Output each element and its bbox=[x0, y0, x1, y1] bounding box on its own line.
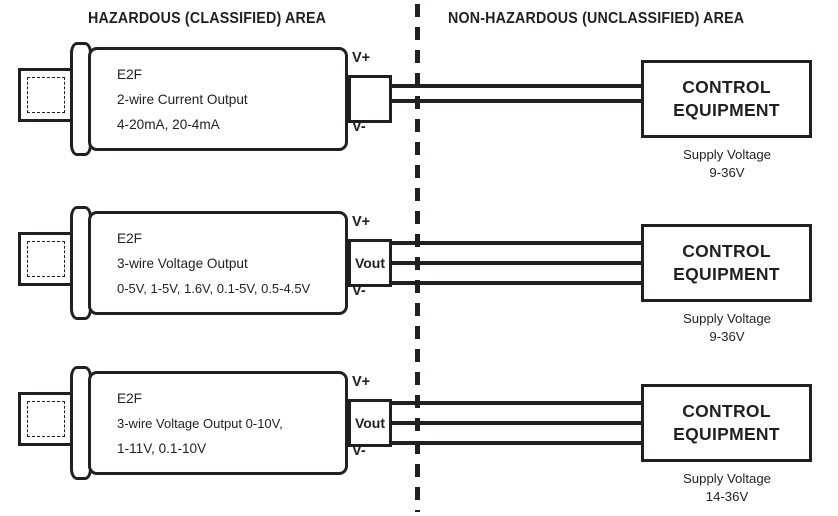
hazardous-area-header: HAZARDOUS (CLASSIFIED) AREA bbox=[88, 10, 327, 27]
wire-2-3 bbox=[390, 281, 643, 285]
probe-inner-dashed-3 bbox=[27, 401, 65, 437]
wire-2-1 bbox=[390, 241, 643, 245]
probe-fitting-3 bbox=[18, 392, 74, 446]
sensor-body-3: E2F 3-wire Voltage Output 0-10V, 1-11V, … bbox=[88, 371, 348, 475]
wire-3-2 bbox=[390, 421, 643, 425]
control-equipment-line2-3: EQUIPMENT bbox=[673, 424, 780, 444]
control-equipment-box-2: CONTROL EQUIPMENT bbox=[641, 224, 812, 302]
terminal-vminus-2: V- bbox=[352, 283, 366, 299]
control-equipment-line1-2: CONTROL bbox=[682, 241, 771, 261]
sensor-body-1: E2F 2-wire Current Output 4-20mA, 20-4mA bbox=[88, 47, 348, 151]
control-equipment-line2-1: EQUIPMENT bbox=[673, 100, 780, 120]
supply-voltage-label-3: Supply Voltage bbox=[683, 471, 771, 486]
terminal-vplus-3: V+ bbox=[352, 374, 371, 390]
probe-inner-dashed-2 bbox=[27, 241, 65, 277]
control-equipment-box-3: CONTROL EQUIPMENT bbox=[641, 384, 812, 462]
terminal-vminus-1: V- bbox=[352, 119, 366, 135]
wire-1-1 bbox=[390, 84, 643, 88]
non-hazardous-area-header: NON-HAZARDOUS (UNCLASSIFIED) AREA bbox=[448, 10, 745, 27]
area-divider-dashed-line bbox=[415, 4, 420, 512]
sensor-description-2: 3-wire Voltage Output bbox=[117, 256, 248, 271]
sensor-ranges-3: 1-11V, 0.1-10V bbox=[117, 441, 207, 456]
terminal-vout-2: Vout bbox=[354, 255, 386, 271]
terminal-vplus-2: V+ bbox=[352, 214, 371, 230]
wire-1-2 bbox=[390, 99, 643, 103]
supply-voltage-value-3: 14-36V bbox=[705, 489, 749, 504]
probe-fitting-2 bbox=[18, 232, 74, 286]
sensor-model-3: E2F bbox=[117, 391, 142, 406]
control-equipment-line1-1: CONTROL bbox=[682, 77, 771, 97]
control-equipment-box-1: CONTROL EQUIPMENT bbox=[641, 60, 812, 138]
probe-fitting-1 bbox=[18, 68, 74, 122]
wire-3-3 bbox=[390, 441, 643, 445]
supply-voltage-value-1: 9-36V bbox=[709, 165, 745, 180]
connector-block-1 bbox=[348, 75, 392, 123]
probe-inner-dashed-1 bbox=[27, 77, 65, 113]
sensor-model-1: E2F bbox=[117, 67, 142, 82]
wire-2-2 bbox=[390, 261, 643, 265]
sensor-model-2: E2F bbox=[117, 231, 142, 246]
supply-voltage-value-2: 9-36V bbox=[709, 329, 745, 344]
terminal-vout-3: Vout bbox=[354, 415, 386, 431]
wire-3-1 bbox=[390, 401, 643, 405]
sensor-ranges-1: 4-20mA, 20-4mA bbox=[117, 117, 220, 132]
sensor-ranges-2: 0-5V, 1-5V, 1.6V, 0.1-5V, 0.5-4.5V bbox=[117, 281, 311, 296]
terminal-vplus-1: V+ bbox=[352, 50, 371, 66]
supply-voltage-label-1: Supply Voltage bbox=[683, 147, 771, 162]
terminal-vminus-3: V- bbox=[352, 443, 366, 459]
sensor-description-3: 3-wire Voltage Output 0-10V, bbox=[117, 416, 283, 431]
supply-voltage-label-2: Supply Voltage bbox=[683, 311, 771, 326]
sensor-body-2: E2F 3-wire Voltage Output 0-5V, 1-5V, 1.… bbox=[88, 211, 348, 315]
connector-block-3: Vout bbox=[348, 399, 392, 447]
connector-block-2: Vout bbox=[348, 239, 392, 287]
control-equipment-line2-2: EQUIPMENT bbox=[673, 264, 780, 284]
sensor-description-1: 2-wire Current Output bbox=[117, 92, 248, 107]
control-equipment-line1-3: CONTROL bbox=[682, 401, 771, 421]
